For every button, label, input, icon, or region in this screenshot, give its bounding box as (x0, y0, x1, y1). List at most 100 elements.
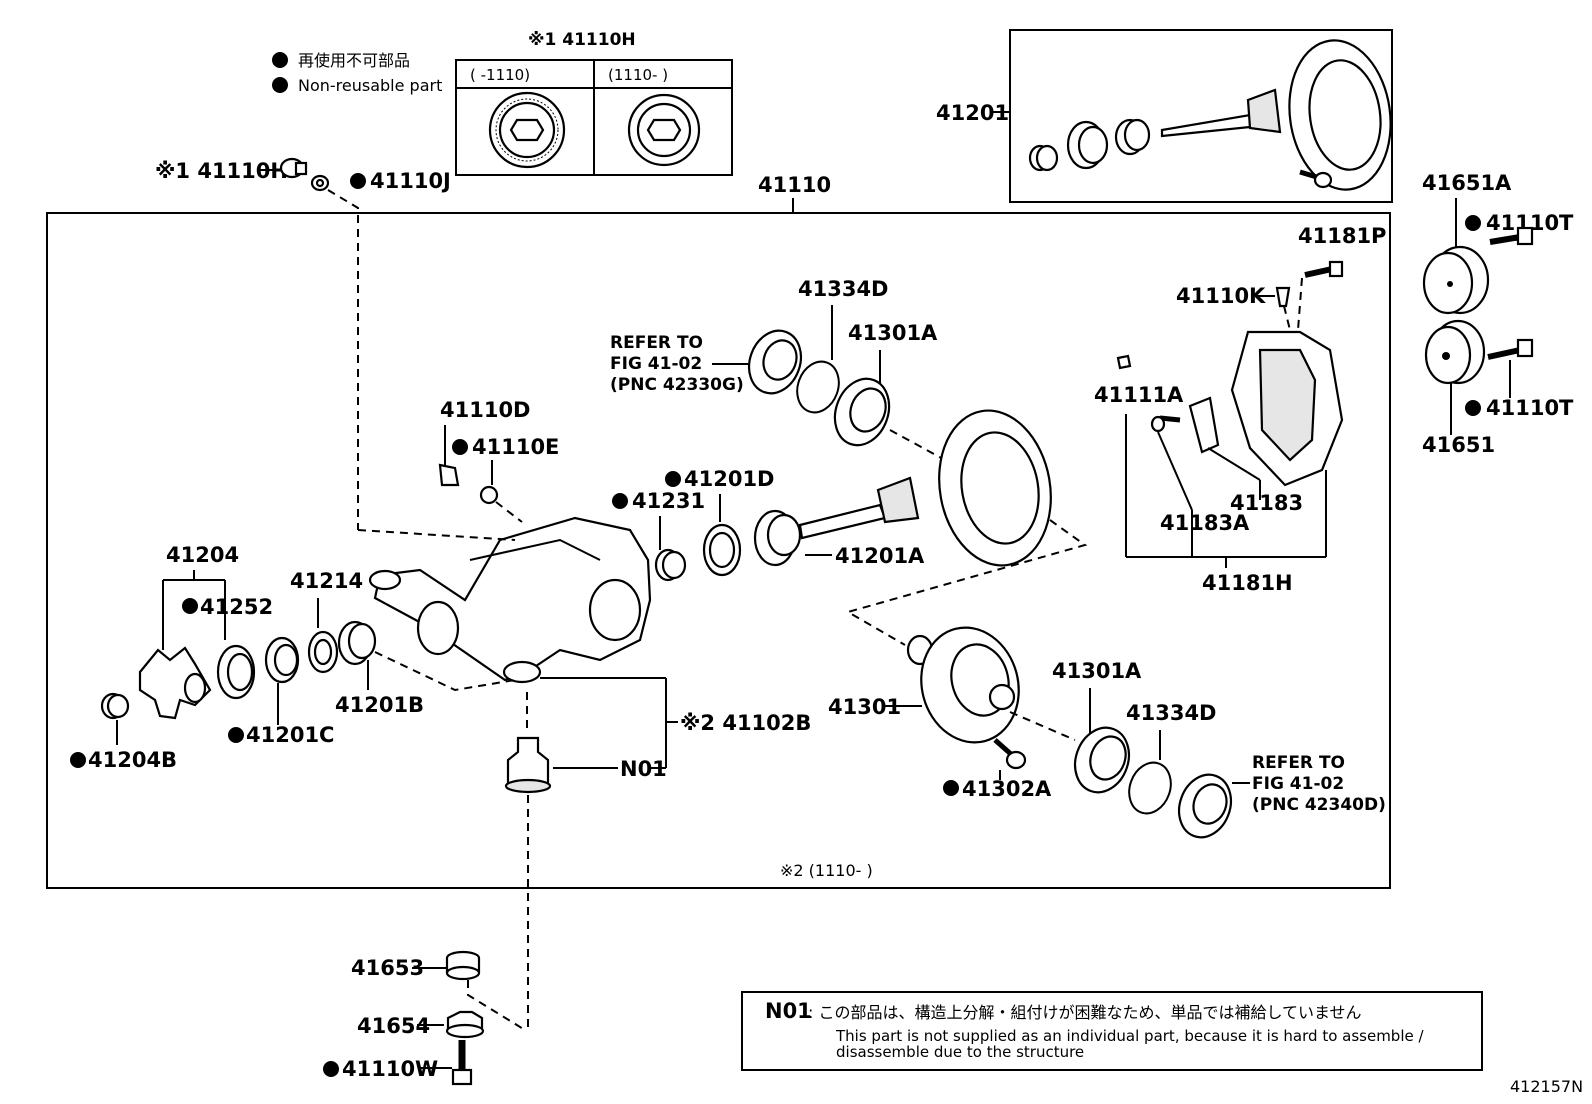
label-41201A: 41201A (835, 544, 925, 568)
diff-carrier-icon (357, 516, 652, 684)
bearing-icon (1066, 120, 1109, 170)
spacer-icon (1114, 118, 1151, 156)
bearing-41201A-icon (753, 509, 802, 567)
label-41301A-top: 41301A (848, 321, 938, 345)
bolt-41110T-icon (1487, 338, 1534, 360)
old-seal-icon (488, 91, 566, 169)
variant-col-right: (1110- ) (608, 66, 668, 84)
non-reusable-dot-icon (323, 1061, 339, 1077)
diff-case-group: 41301 41302A 41301A 41334D REFER TO FIG … (828, 626, 1386, 839)
note-code: N01 (765, 999, 812, 1023)
upper-bearing-group: 41334D 41301A REFER TO FIG 41-02 (PNC 42… (610, 277, 946, 461)
plug-41110D-icon (438, 463, 460, 487)
snap-ring-bot-icon (1128, 761, 1172, 815)
refer-top-3: (PNC 42330G) (610, 375, 744, 395)
drain-plug-group: ※1 41110H 41110J (155, 157, 451, 530)
bolt-41110W-icon (451, 1040, 473, 1086)
bolt-41183A-icon (1150, 415, 1181, 433)
label-41110K: 41110K (1176, 284, 1266, 308)
oil-seal-top-icon (747, 329, 803, 395)
new-seal-icon (627, 93, 701, 167)
pinion-group: 41110D 41110E 41201D 41231 (438, 398, 925, 582)
label-41110J: 41110J (370, 169, 451, 193)
variant-col-left: ( -1110) (470, 66, 530, 84)
breather-41110K-icon (1275, 286, 1291, 308)
gasket-41110J-icon (310, 174, 330, 192)
gear-set-box: 41201 (936, 29, 1393, 203)
label-41111A: 41111A (1094, 383, 1184, 407)
label-41302A: 41302A (962, 777, 1052, 801)
mount-41651A-icon (1422, 245, 1490, 315)
variant-box: ※1 41110H ( -1110) (1110- ) (455, 30, 733, 176)
main-assembly-frame: 41110 ※2 (1110- ) (46, 173, 1391, 889)
label-41252: 41252 (200, 595, 273, 619)
refer-bot-3: (PNC 42340D) (1252, 795, 1386, 815)
label-41651: 41651 (1422, 433, 1495, 457)
refer-bot-1: REFER TO (1252, 753, 1345, 773)
mount-group-right: 41651A 41110T 41110T 41651 (1422, 171, 1574, 457)
slinger-41201C-icon (264, 636, 300, 684)
rear-cover-group: 41181P 41110K 41111A (1094, 224, 1386, 595)
bolt-41302A-icon (993, 738, 1027, 770)
variant-box-title: ※1 41110H (528, 30, 636, 50)
bolt-41181P-icon (1304, 260, 1344, 278)
label-41334D-top: 41334D (798, 277, 889, 301)
refer-bot-2: FIG 41-02 (1252, 774, 1344, 794)
label-41110: 41110 (758, 173, 831, 197)
label-41204: 41204 (166, 543, 239, 567)
bolt-icon (1299, 169, 1333, 189)
figure-id: 412157N (1510, 1077, 1583, 1096)
mount-41651-icon (1424, 319, 1486, 385)
bearing-41301A-bot-icon (1073, 726, 1131, 794)
bolt-41110T-icon (1489, 226, 1534, 246)
non-reusable-dot-icon (350, 173, 366, 189)
plug-41110H-icon (279, 157, 308, 179)
label-41653: 41653 (351, 956, 424, 980)
label-41181P: 41181P (1298, 224, 1386, 248)
bracket-41183-icon (1188, 396, 1220, 454)
spacer-41231-icon (654, 548, 687, 582)
oil-seal-bot-icon (1177, 773, 1233, 839)
label-41183A: 41183A (1160, 511, 1250, 535)
nut-icon (1028, 144, 1059, 172)
label-41110E: 41110E (472, 435, 559, 459)
gasket-41110E-icon (479, 485, 499, 505)
non-reusable-dot-icon (943, 780, 959, 796)
non-reusable-dot-icon (70, 752, 86, 768)
cushion-41653-icon (445, 950, 481, 981)
non-reusable-dot-icon (272, 77, 288, 93)
note-en-2: disassemble due to the structure (836, 1043, 1084, 1061)
label-41204B: 41204B (88, 748, 177, 772)
ring-gear-main-icon (845, 409, 1088, 646)
non-reusable-dot-icon (182, 598, 198, 614)
rear-cover-icon (1230, 330, 1344, 487)
refer-top-2: FIG 41-02 (610, 354, 702, 374)
note-2-variant: ※2 (1110- ) (780, 861, 873, 880)
note-box: N01 : この部品は、構造上分解・組付けが困難なため、単品では補給していません… (741, 991, 1483, 1071)
label-41201B: 41201B (335, 693, 424, 717)
flange-41204-icon (138, 646, 212, 720)
legend-en: Non-reusable part (298, 76, 442, 95)
label-41183: 41183 (1230, 491, 1303, 515)
non-reusable-dot-icon (228, 727, 244, 743)
lower-mount-group: 41653 41654 41110W (323, 950, 526, 1086)
pinion-gear-icon (1160, 88, 1282, 138)
bearing-top-icon (833, 377, 891, 447)
bearing-41201B-icon (337, 620, 377, 666)
label-41201D: 41201D (684, 467, 775, 491)
n01-group: ※2 41102B N01 (504, 677, 811, 1030)
oil-seal-41252-icon (216, 644, 256, 700)
non-reusable-dot-icon (1465, 400, 1481, 416)
label-41102B: ※2 41102B (680, 711, 811, 735)
note-ja: : この部品は、構造上分解・組付けが困難なため、単品では補給していません (808, 1003, 1362, 1022)
legend: 再使用不可部品 Non-reusable part (272, 51, 442, 95)
non-reusable-dot-icon (1465, 215, 1481, 231)
nut-41204B-icon (100, 692, 130, 720)
label-41334D-bot: 41334D (1126, 701, 1217, 725)
label-41651A: 41651A (1422, 171, 1512, 195)
pinion-shaft-icon (798, 476, 920, 540)
non-reusable-dot-icon (272, 52, 288, 68)
mount-bushing-n01-icon (504, 736, 552, 794)
label-41181H: 41181H (1202, 571, 1293, 595)
companion-flange-group: 41204 41252 41214 41201B (70, 543, 516, 772)
